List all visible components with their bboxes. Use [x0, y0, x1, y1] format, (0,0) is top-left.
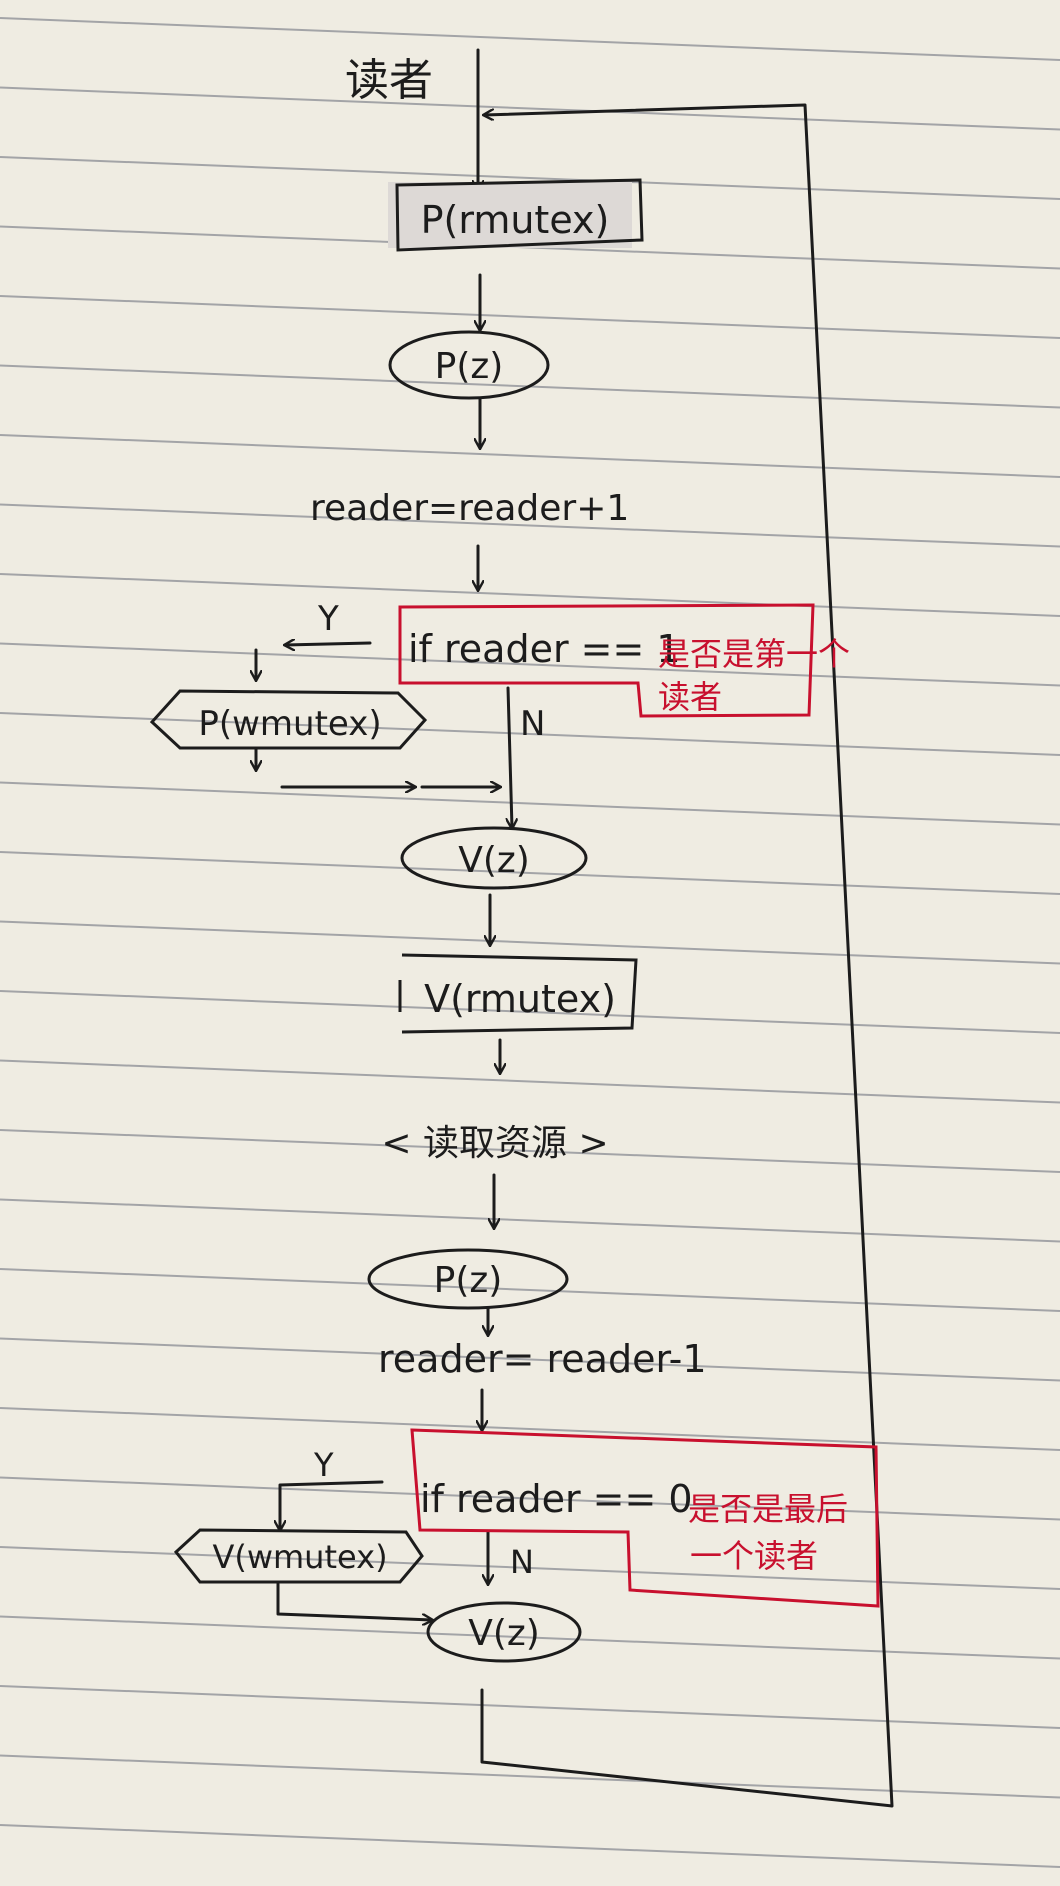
dec-reader-label: reader= reader-1 [378, 1337, 707, 1381]
p-z-1-label: P(z) [435, 346, 504, 387]
ruled-line [0, 1198, 1060, 1243]
ruled-lines [0, 17, 1060, 1868]
node-p-z-1: P(z) [388, 330, 550, 400]
node-v-rmutex: V(rmutex) [398, 953, 638, 1034]
ruled-line [0, 712, 1060, 756]
p-z-2-label: P(z) [434, 1260, 503, 1301]
ruled-line [0, 781, 1060, 826]
if-last-label: if reader == 0 [420, 1477, 693, 1521]
branch-yes-last [280, 1480, 384, 1530]
node-v-z-1: V(z) [400, 826, 588, 890]
ruled-line [0, 1337, 1060, 1382]
ruled-line [0, 990, 1060, 1034]
v-wmutex-label: V(wmutex) [212, 1538, 387, 1576]
p-wmutex-label: P(wmutex) [198, 704, 381, 744]
branch-yes-first [285, 643, 372, 645]
node-if-last: if reader == 0 是否是最后 一个读者 [410, 1428, 880, 1608]
no-label-last: N [510, 1543, 534, 1581]
start-label: 读者 [345, 55, 433, 106]
ruled-line [0, 1407, 1060, 1451]
ruled-line [0, 1824, 1060, 1868]
yes-label-last: Y [313, 1446, 334, 1484]
ruled-line [0, 1129, 1060, 1173]
loop-back-connector [480, 103, 894, 1808]
note-first-line-2: 读者 [658, 678, 722, 716]
ruled-line [0, 1476, 1060, 1521]
inc-reader-label: reader=reader+1 [310, 488, 629, 529]
ruled-line [0, 642, 1060, 687]
ruled-line [0, 1059, 1060, 1104]
ruled-line [0, 1685, 1060, 1729]
arrow-vwmutex-to-vz [276, 1582, 432, 1620]
ruled-line [0, 851, 1060, 895]
node-p-z-2: P(z) [367, 1248, 569, 1310]
v-z-1-label: V(z) [458, 840, 530, 881]
note-first-line-1: 是否是第一个 [658, 635, 850, 673]
ruled-line [0, 573, 1060, 617]
if-first-label: if reader == 1 [408, 627, 681, 671]
v-rmutex-label: V(rmutex) [424, 977, 616, 1021]
ruled-line [0, 1268, 1060, 1312]
p-rmutex-label: P(rmutex) [421, 198, 610, 242]
no-label-first: N [520, 704, 545, 744]
ruled-line [0, 17, 1060, 61]
node-v-wmutex: V(wmutex) [173, 1528, 424, 1584]
note-last-line-1: 是否是最后 [688, 1490, 848, 1528]
ruled-line [0, 295, 1060, 339]
ruled-line [0, 503, 1060, 548]
note-last-line-2: 一个读者 [690, 1537, 818, 1575]
branch-no-first [508, 686, 512, 828]
v-z-2-label: V(z) [468, 1613, 540, 1654]
node-p-rmutex: P(rmutex) [388, 178, 644, 252]
ruled-line [0, 1754, 1060, 1799]
read-resource-label: < 读取资源 > [381, 1123, 608, 1164]
ruled-line [0, 434, 1060, 478]
ruled-line [0, 156, 1060, 200]
node-if-first: if reader == 1 是否是第一个 读者 [398, 603, 850, 718]
node-p-wmutex: P(wmutex) [149, 689, 428, 750]
ruled-line [0, 920, 1060, 965]
ruled-line [0, 86, 1060, 131]
node-v-z-2: V(z) [426, 1601, 582, 1663]
yes-label-first: Y [317, 599, 339, 639]
